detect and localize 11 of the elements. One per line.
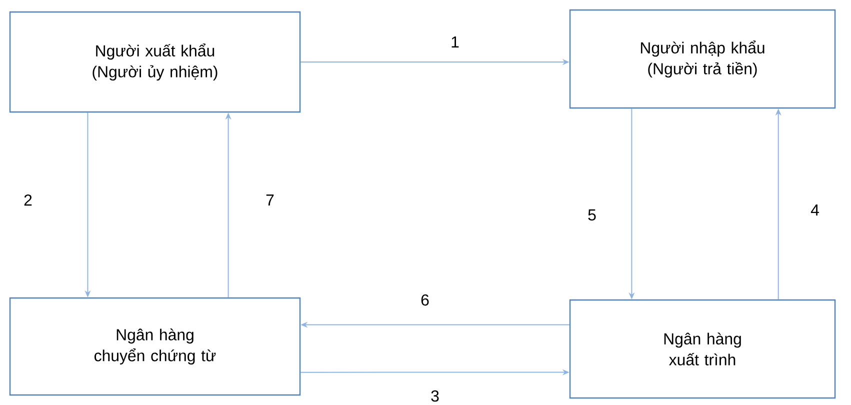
edge-label: 6 — [420, 293, 430, 307]
edge-label: 2 — [22, 193, 34, 207]
process-box: Người xuất khẩu (Người ủy nhiệm) — [9, 11, 301, 113]
process-box: Ngân hàng xuất trình — [569, 299, 836, 399]
process-box: Ngân hàng chuyển chứng từ — [9, 297, 301, 396]
edge-label: 7 — [264, 194, 276, 206]
edge-label: 5 — [586, 208, 598, 222]
edge-label: 3 — [430, 389, 440, 403]
edge-label: 1 — [450, 36, 460, 48]
process-box: Người nhập khẩu (Người trả tiền) — [569, 9, 836, 109]
edge-label: 4 — [810, 204, 820, 216]
